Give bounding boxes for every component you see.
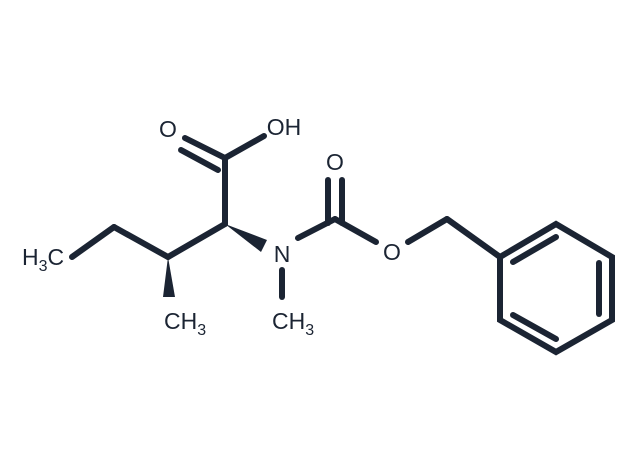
label-ester-oxygen: O — [383, 239, 401, 265]
label-ethyl-methyl-h: H — [22, 244, 39, 270]
bond-ch3-ch2 — [69, 224, 117, 260]
bond-oester-ch2 — [405, 216, 450, 245]
bond-ch2-phenyl — [444, 216, 503, 260]
label-ethyl-methyl-c: C — [48, 244, 65, 270]
label-n-methyl-ch: CH — [272, 308, 305, 334]
benzene-inner-bond-1 — [510, 234, 559, 265]
label-nitrogen: N — [274, 241, 291, 267]
label-carbonyl-oxygen: O — [159, 116, 177, 142]
bond-cbeta-calpha — [165, 221, 228, 260]
label-n-methyl-sub: 3 — [305, 322, 314, 339]
bond-carbamate-oester — [332, 216, 379, 245]
label-branch-methyl: CH3 — [164, 308, 206, 339]
bond-cooh-double-1 — [182, 135, 228, 161]
benzene-inner-bond-3 — [510, 312, 559, 342]
label-n-methyl: CH3 — [272, 308, 314, 339]
bond-cooh-oh — [222, 133, 267, 161]
benzene-ring — [497, 220, 615, 356]
bond-ch2-cbeta — [111, 224, 171, 260]
wedge-calpha-n — [225, 224, 267, 252]
label-carbamate-oxygen: O — [326, 149, 344, 175]
label-branch-methyl-ch: CH — [164, 308, 197, 334]
label-branch-methyl-sub: 3 — [197, 322, 206, 339]
label-ethyl-methyl: H3C — [22, 244, 64, 275]
label-hydroxyl: OH — [267, 114, 302, 140]
label-ethyl-methyl-sub: 3 — [39, 258, 48, 275]
bond-cooh-double-2 — [178, 147, 221, 173]
wedge-cbeta-methyl — [163, 257, 175, 297]
